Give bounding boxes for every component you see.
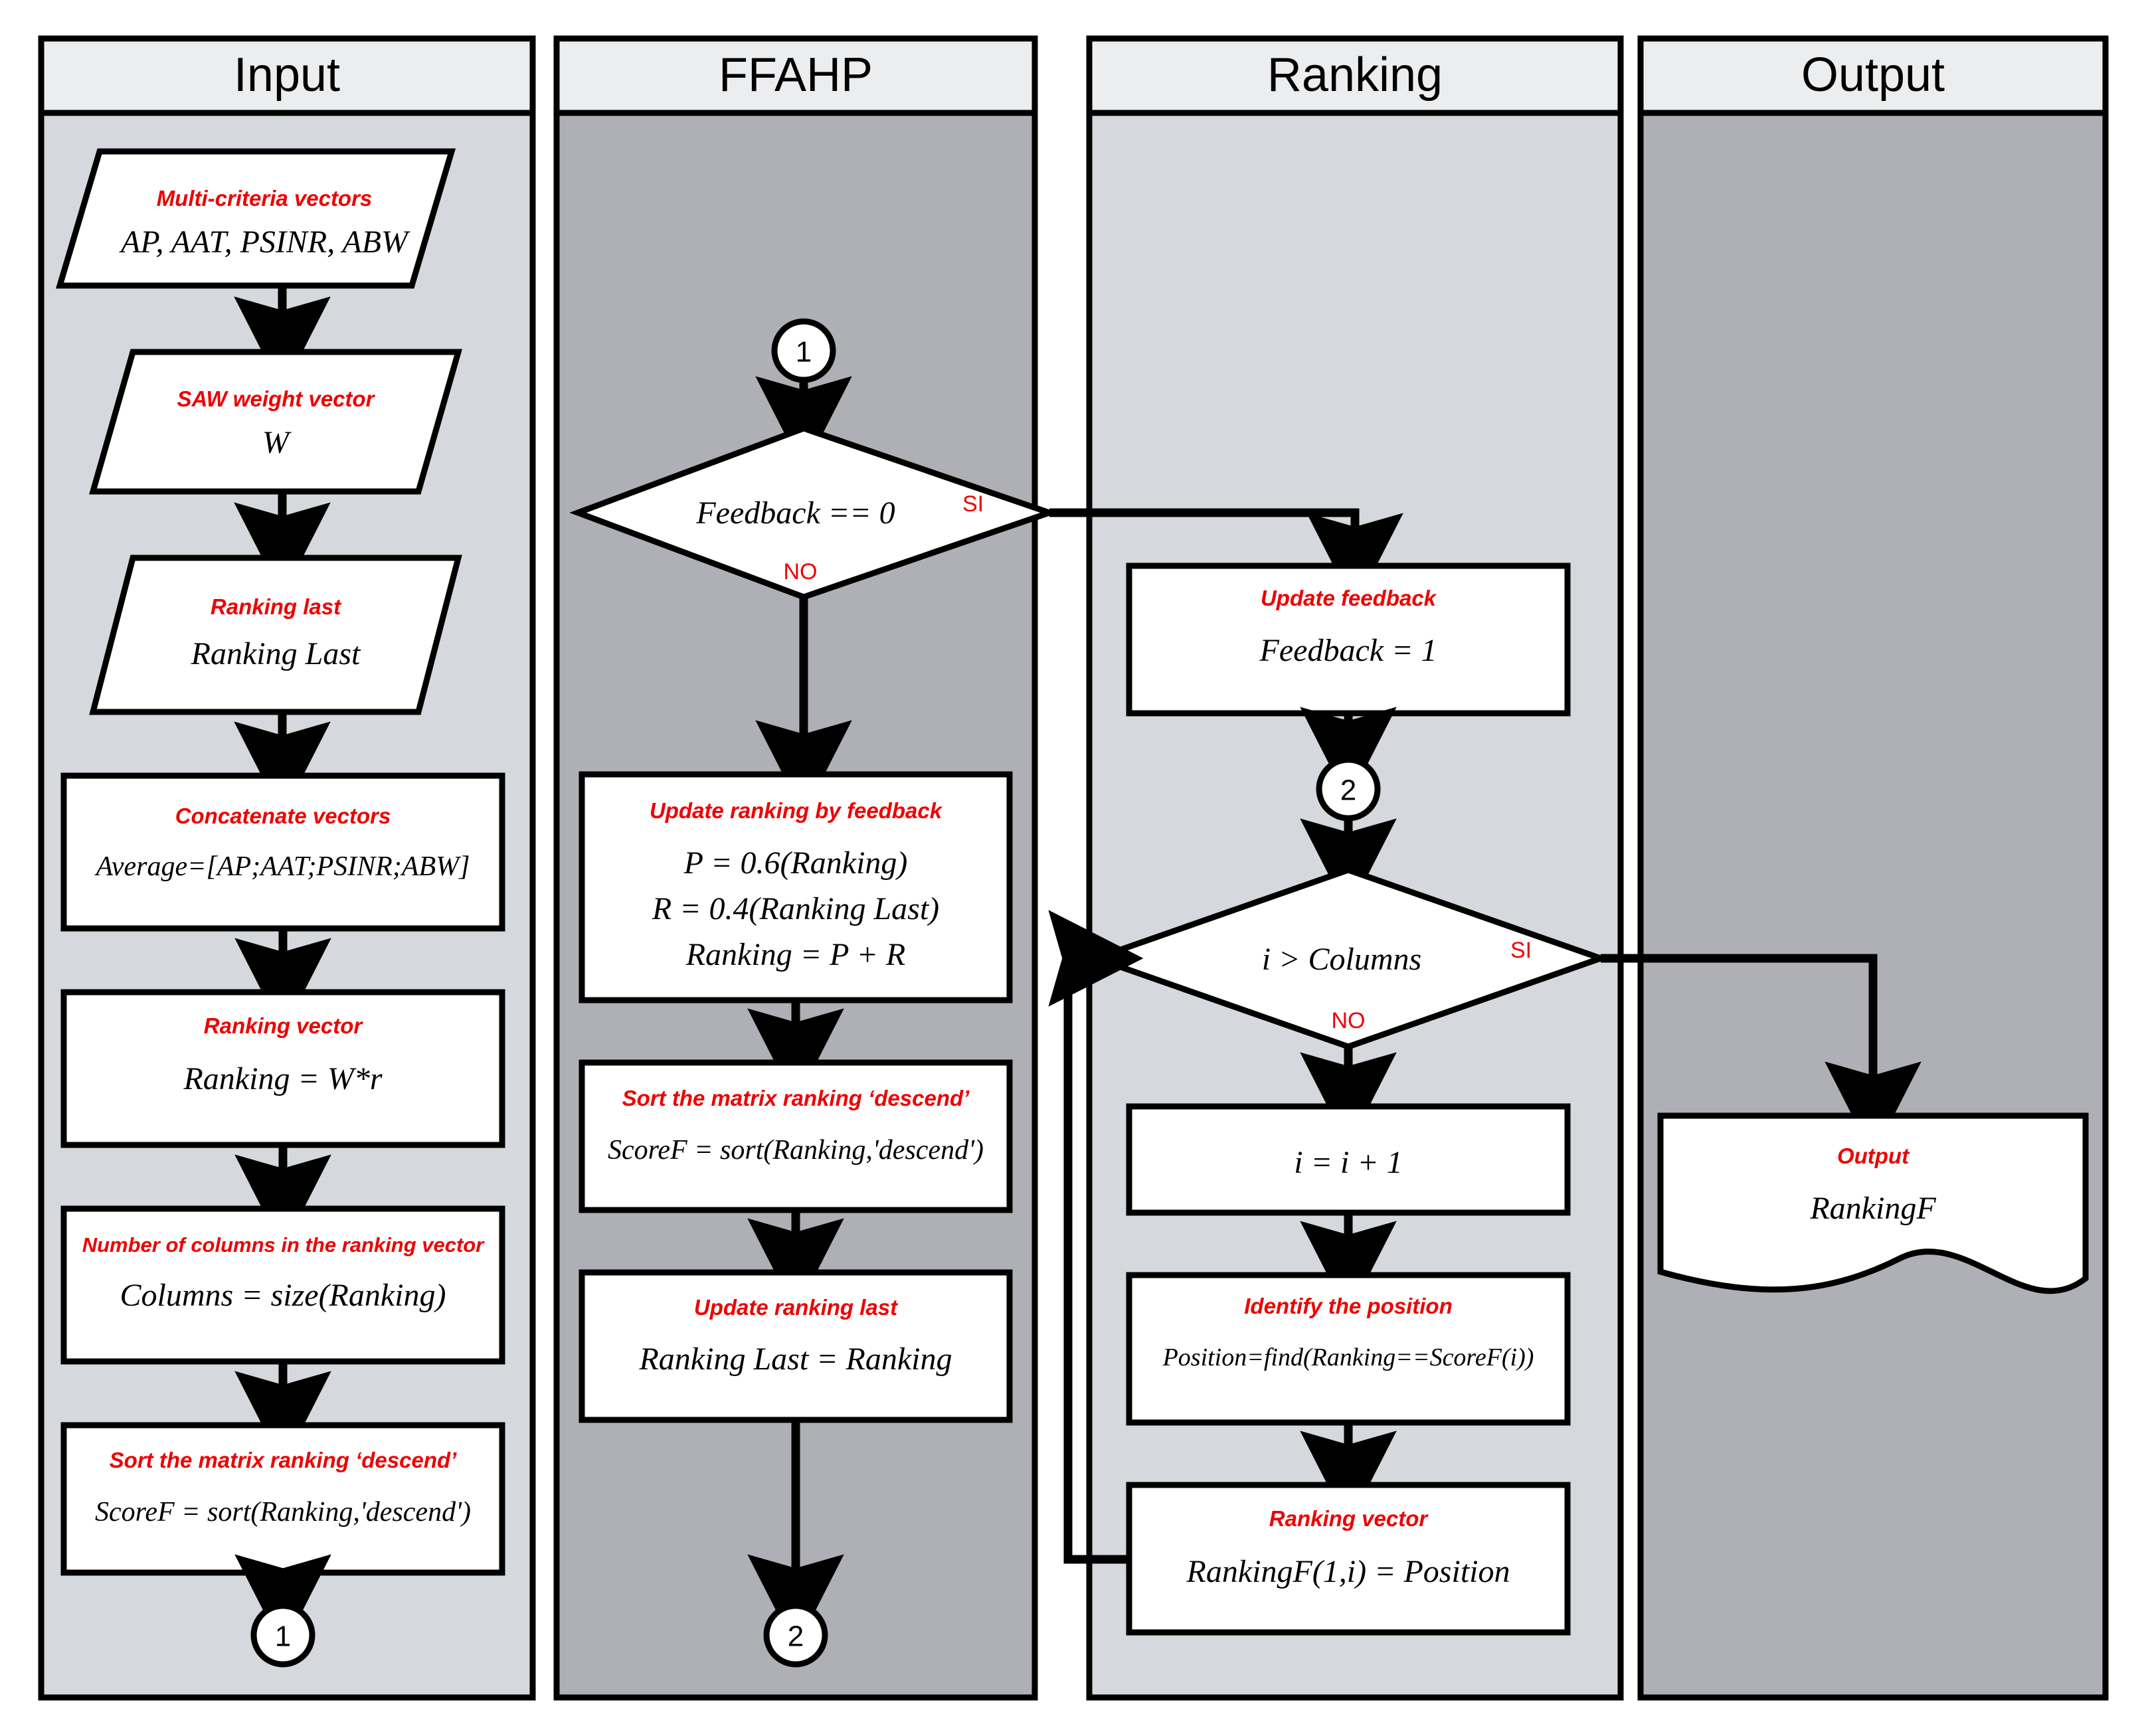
lane-body-output (1637, 110, 2109, 1701)
node-caption: Ranking vector (204, 1013, 364, 1038)
process-shape (579, 771, 1013, 1003)
arrow-columns-si-to-output (1601, 954, 1922, 1157)
node-body: Feedback = 1 (1259, 633, 1437, 668)
node-output-document[interactable]: Output RankingF (1657, 1112, 2089, 1294)
node-update-ranking-last[interactable]: Update ranking last Ranking Last = Ranki… (579, 1269, 1013, 1423)
node-sort-matrix-input[interactable]: Sort the matrix ranking ‘descend’ ScoreF… (60, 1422, 505, 1576)
lane-header-ranking (1086, 35, 1624, 116)
node-body: AP, AAT, PSINR, ABW (119, 224, 410, 260)
node-increment-i[interactable]: i = i + 1 (1126, 1103, 1571, 1216)
node-ranking-vector-f[interactable]: Ranking vector RankingF(1,i) = Position (1126, 1482, 1571, 1636)
document-shape (1657, 1112, 2089, 1294)
decision-yes-label: SI (1510, 938, 1532, 963)
node-caption: Output (1837, 1144, 1910, 1168)
node-identify-position[interactable]: Identify the position Position=find(Rank… (1126, 1272, 1571, 1426)
node-caption: Multi-criteria vectors (157, 186, 373, 211)
process-shape (1126, 1272, 1571, 1426)
node-body: RankingF(1,i) = Position (1186, 1554, 1510, 1589)
lane-title-input: Input (234, 48, 340, 102)
connector-shape (250, 1603, 315, 1668)
node-connector-1-out[interactable]: 1 (250, 1603, 315, 1668)
node-update-ranking-by-feedback[interactable]: Update ranking by feedback P = 0.6(Ranki… (579, 771, 1013, 1003)
node-columns-decision[interactable]: i > Columns SI NO (1087, 867, 1610, 1050)
node-caption: Identify the position (1244, 1294, 1452, 1318)
node-caption: Ranking vector (1269, 1506, 1429, 1531)
node-body-line-3: Ranking = P + R (685, 937, 906, 972)
lane-output: Output (1637, 35, 2109, 1701)
parallelogram-shape (89, 555, 462, 715)
node-saw-weight-vector[interactable]: SAW weight vector W (89, 349, 462, 495)
node-caption: Number of columns in the ranking vector (82, 1233, 486, 1257)
node-body: Feedback == 0 (695, 495, 895, 531)
node-concatenate-vectors[interactable]: Concatenate vectors Average=[AP;AAT;PSIN… (60, 772, 505, 932)
lane-title-ranking: Ranking (1267, 48, 1443, 102)
lane-title-ffahp: FFAHP (719, 48, 873, 102)
node-ranking-vector[interactable]: Ranking vector Ranking = W*r (60, 989, 505, 1148)
node-connector-1-in[interactable]: 1 (771, 318, 836, 383)
process-shape (60, 989, 505, 1148)
node-body-line-2: R = 0.4(Ranking Last) (652, 891, 939, 926)
node-caption: Update ranking by feedback (650, 798, 943, 823)
node-sort-matrix-ffahp[interactable]: Sort the matrix ranking ‘descend’ ScoreF… (579, 1059, 1013, 1213)
node-body: Ranking = W*r (183, 1061, 382, 1096)
node-ranking-last-input[interactable]: Ranking last Ranking Last (89, 555, 462, 715)
node-connector-2-in[interactable]: 2 (1316, 756, 1381, 822)
node-body: Ranking Last = Ranking (638, 1342, 952, 1377)
node-body: ScoreF = sort(Ranking,'descend') (608, 1135, 984, 1166)
parallelogram-shape (55, 148, 456, 289)
connector-shape (763, 1603, 828, 1668)
connector-label: 1 (275, 1620, 291, 1653)
node-body: Position=find(Ranking==ScoreF(i)) (1162, 1344, 1534, 1371)
node-body: W (262, 425, 292, 460)
node-body: Columns = size(Ranking) (120, 1278, 446, 1313)
node-caption: SAW weight vector (177, 387, 375, 411)
connector-label: 1 (796, 336, 812, 369)
node-update-feedback[interactable]: Update feedback Feedback = 1 (1126, 563, 1571, 717)
decision-no-label: NO (1332, 1008, 1366, 1033)
lane-header-output (1637, 35, 2109, 116)
lane-title-output: Output (1801, 48, 1945, 102)
node-caption: Sort the matrix ranking ‘descend’ (622, 1086, 970, 1110)
node-feedback-decision[interactable]: Feedback == 0 SI NO (569, 425, 1059, 600)
arrow-loop-back-to-columnsdecision (1048, 910, 1144, 1564)
lane-ranking: Ranking (1086, 35, 1624, 1701)
connector-label: 2 (1340, 774, 1356, 807)
process-shape (60, 772, 505, 932)
connector-label: 2 (788, 1620, 804, 1653)
node-caption: Update ranking last (694, 1295, 899, 1320)
lane-header-ffahp (553, 35, 1038, 116)
node-connector-2-out[interactable]: 2 (763, 1603, 828, 1668)
process-shape (579, 1059, 1013, 1213)
process-shape (1126, 1482, 1571, 1636)
node-body: RankingF (1809, 1191, 1936, 1226)
node-body: i = i + 1 (1294, 1145, 1402, 1180)
node-body: ScoreF = sort(Ranking,'descend') (95, 1497, 471, 1527)
arrow-feedback-si-to-updatefeedback (1049, 508, 1403, 608)
node-body: i > Columns (1262, 942, 1421, 977)
node-body-line-1: P = 0.6(Ranking) (683, 845, 908, 881)
node-caption: Ranking last (211, 594, 342, 619)
process-shape (60, 1205, 505, 1365)
node-body: Average=[AP;AAT;PSINR;ABW] (94, 851, 470, 882)
node-caption: Update feedback (1261, 586, 1437, 610)
node-multi-criteria-vectors[interactable]: Multi-criteria vectors AP, AAT, PSINR, A… (55, 148, 456, 289)
process-shape (1126, 563, 1571, 717)
node-number-of-columns[interactable]: Number of columns in the ranking vector … (60, 1205, 505, 1365)
decision-yes-label: SI (962, 491, 984, 517)
node-caption: Sort the matrix ranking ‘descend’ (110, 1448, 457, 1472)
node-caption: Concatenate vectors (175, 804, 391, 828)
decision-no-label: NO (784, 559, 818, 584)
node-body: Ranking Last (191, 636, 361, 671)
parallelogram-shape (89, 349, 462, 495)
